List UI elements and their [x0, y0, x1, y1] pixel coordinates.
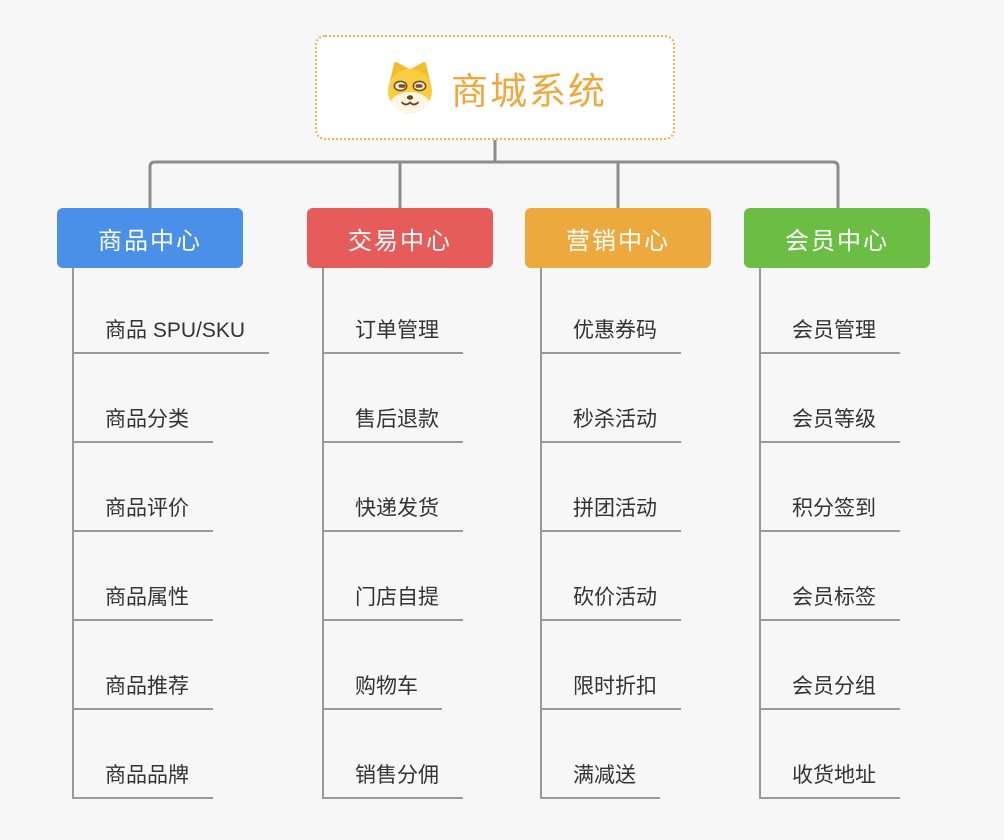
- branch-node-marketing-center[interactable]: 营销中心: [525, 208, 711, 268]
- leaf-node: 拼团活动: [525, 443, 681, 532]
- leaf-topic[interactable]: 订单管理: [322, 314, 463, 354]
- branch-column-product: 商品中心 商品 SPU/SKU 商品分类 商品评价 商品属性 商品推荐 商品品牌: [57, 208, 270, 799]
- leaf-node: 商品评价: [57, 443, 269, 532]
- leaf-topic[interactable]: 商品推荐: [72, 670, 213, 710]
- leaf-topic[interactable]: 商品品牌: [72, 759, 213, 799]
- leaf-topic[interactable]: 收货地址: [759, 759, 900, 799]
- leaf-list: 优惠券码 秒杀活动 拼团活动 砍价活动 限时折扣 满减送: [525, 265, 681, 799]
- leaf-topic[interactable]: 会员标签: [759, 581, 900, 621]
- leaf-node: 订单管理: [307, 265, 463, 354]
- leaf-topic[interactable]: 快递发货: [322, 492, 463, 532]
- leaf-node: 砍价活动: [525, 532, 681, 621]
- leaf-node: 积分签到: [744, 443, 900, 532]
- leaf-topic[interactable]: 售后退款: [322, 403, 463, 443]
- branch-column-trade: 交易中心 订单管理 售后退款 快递发货 门店自提 购物车 销售分佣: [307, 208, 493, 799]
- branch-child-line: [540, 268, 542, 799]
- leaf-topic[interactable]: 会员等级: [759, 403, 900, 443]
- root-title: 商城系统: [451, 70, 607, 112]
- leaf-node: 满减送: [525, 710, 681, 799]
- leaf-topic[interactable]: 会员分组: [759, 670, 900, 710]
- leaf-topic[interactable]: 商品属性: [72, 581, 213, 621]
- leaf-node: 快递发货: [307, 443, 463, 532]
- dog-face-icon: [388, 61, 432, 113]
- branch-node-trade-center[interactable]: 交易中心: [307, 208, 493, 268]
- leaf-topic[interactable]: 门店自提: [322, 581, 463, 621]
- root-node[interactable]: 商城系统: [315, 35, 675, 140]
- leaf-node: 购物车: [307, 621, 463, 710]
- leaf-node: 销售分佣: [307, 710, 463, 799]
- leaf-topic[interactable]: 购物车: [322, 670, 442, 710]
- leaf-node: 商品品牌: [57, 710, 269, 799]
- leaf-topic[interactable]: 商品评价: [72, 492, 213, 532]
- leaf-node: 商品属性: [57, 532, 269, 621]
- leaf-list: 订单管理 售后退款 快递发货 门店自提 购物车 销售分佣: [307, 265, 463, 799]
- leaf-node: 商品 SPU/SKU: [57, 265, 270, 354]
- leaf-topic[interactable]: 满减送: [540, 759, 660, 799]
- leaf-list: 商品 SPU/SKU 商品分类 商品评价 商品属性 商品推荐 商品品牌: [57, 265, 270, 799]
- branch-child-line: [759, 268, 761, 799]
- leaf-node: 收货地址: [744, 710, 900, 799]
- leaf-topic[interactable]: 商品 SPU/SKU: [72, 314, 270, 354]
- leaf-topic[interactable]: 砍价活动: [540, 581, 681, 621]
- leaf-node: 限时折扣: [525, 621, 681, 710]
- leaf-topic[interactable]: 拼团活动: [540, 492, 681, 532]
- leaf-node: 会员标签: [744, 532, 900, 621]
- leaf-list: 会员管理 会员等级 积分签到 会员标签 会员分组 收货地址: [744, 265, 900, 799]
- leaf-topic[interactable]: 优惠券码: [540, 314, 681, 354]
- branch-column-marketing: 营销中心 优惠券码 秒杀活动 拼团活动 砍价活动 限时折扣 满减送: [525, 208, 711, 799]
- leaf-topic[interactable]: 会员管理: [759, 314, 900, 354]
- leaf-node: 优惠券码: [525, 265, 681, 354]
- leaf-topic[interactable]: 秒杀活动: [540, 403, 681, 443]
- leaf-node: 秒杀活动: [525, 354, 681, 443]
- branch-column-member: 会员中心 会员管理 会员等级 积分签到 会员标签 会员分组 收货地址: [744, 208, 930, 799]
- leaf-node: 门店自提: [307, 532, 463, 621]
- branch-child-line: [322, 268, 324, 799]
- branch-node-product-center[interactable]: 商品中心: [57, 208, 243, 268]
- leaf-node: 售后退款: [307, 354, 463, 443]
- leaf-node: 商品推荐: [57, 621, 269, 710]
- branch-node-member-center[interactable]: 会员中心: [744, 208, 930, 268]
- leaf-topic[interactable]: 商品分类: [72, 403, 213, 443]
- leaf-topic[interactable]: 限时折扣: [540, 670, 681, 710]
- leaf-topic[interactable]: 销售分佣: [322, 759, 463, 799]
- leaf-node: 商品分类: [57, 354, 269, 443]
- leaf-node: 会员等级: [744, 354, 900, 443]
- branch-child-line: [72, 268, 74, 799]
- leaf-topic[interactable]: 积分签到: [759, 492, 900, 532]
- branch-bus-line: [148, 160, 840, 208]
- leaf-node: 会员管理: [744, 265, 900, 354]
- leaf-node: 会员分组: [744, 621, 900, 710]
